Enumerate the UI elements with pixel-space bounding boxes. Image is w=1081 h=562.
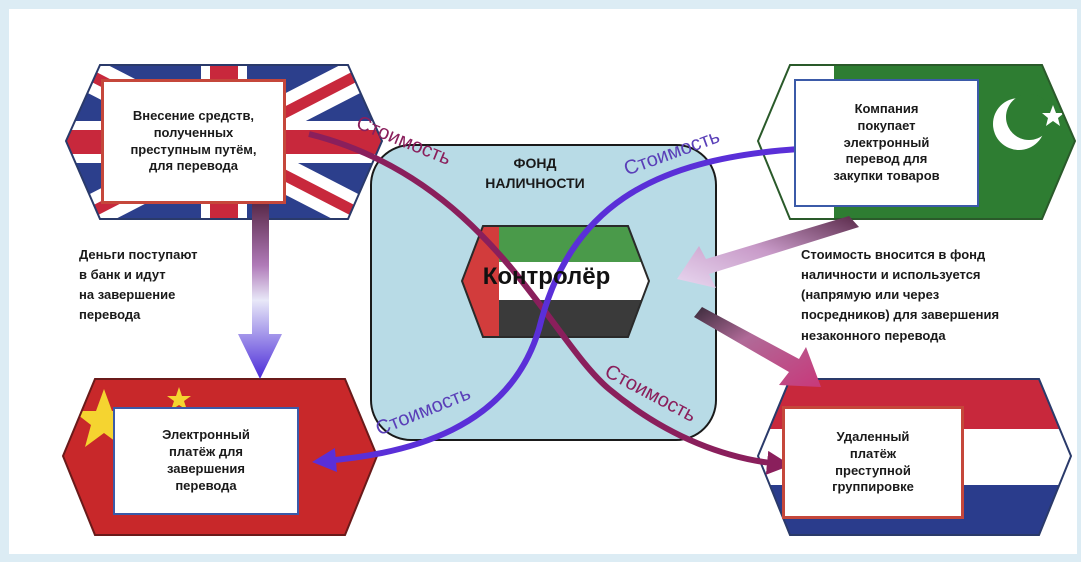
hexagon-outline	[460, 225, 651, 338]
arrow-down-left	[238, 204, 282, 379]
company-box: Компания покупает электронный перевод дл…	[794, 79, 979, 207]
arrow-to-controller	[677, 216, 859, 288]
arrow-to-remote	[694, 307, 821, 387]
hexagon-outline	[756, 378, 1073, 536]
remote-payment-box: Удаленный платёж преступной группировке	[782, 406, 964, 519]
diagram-canvas: Внесение средств, полученных преступным …	[9, 9, 1077, 554]
hexagon-outline	[61, 378, 379, 536]
payment-box: Электронный платёж для завершения перево…	[113, 407, 299, 515]
controller-label: Контролёр	[482, 263, 611, 290]
hexagon-outline	[64, 64, 384, 220]
right-note: Стоимость вносится в фонд наличности и и…	[801, 247, 1000, 343]
cash-fund-title: ФОНД НАЛИЧНОСТИ	[485, 155, 585, 192]
left-note: Деньги поступают в банк и идут на заверш…	[79, 247, 198, 323]
flow-arc-red	[308, 131, 791, 475]
flow-arc-blue	[312, 146, 800, 472]
deposit-box: Внесение средств, полученных преступным …	[101, 79, 286, 204]
hexagon-outline	[756, 64, 1077, 220]
